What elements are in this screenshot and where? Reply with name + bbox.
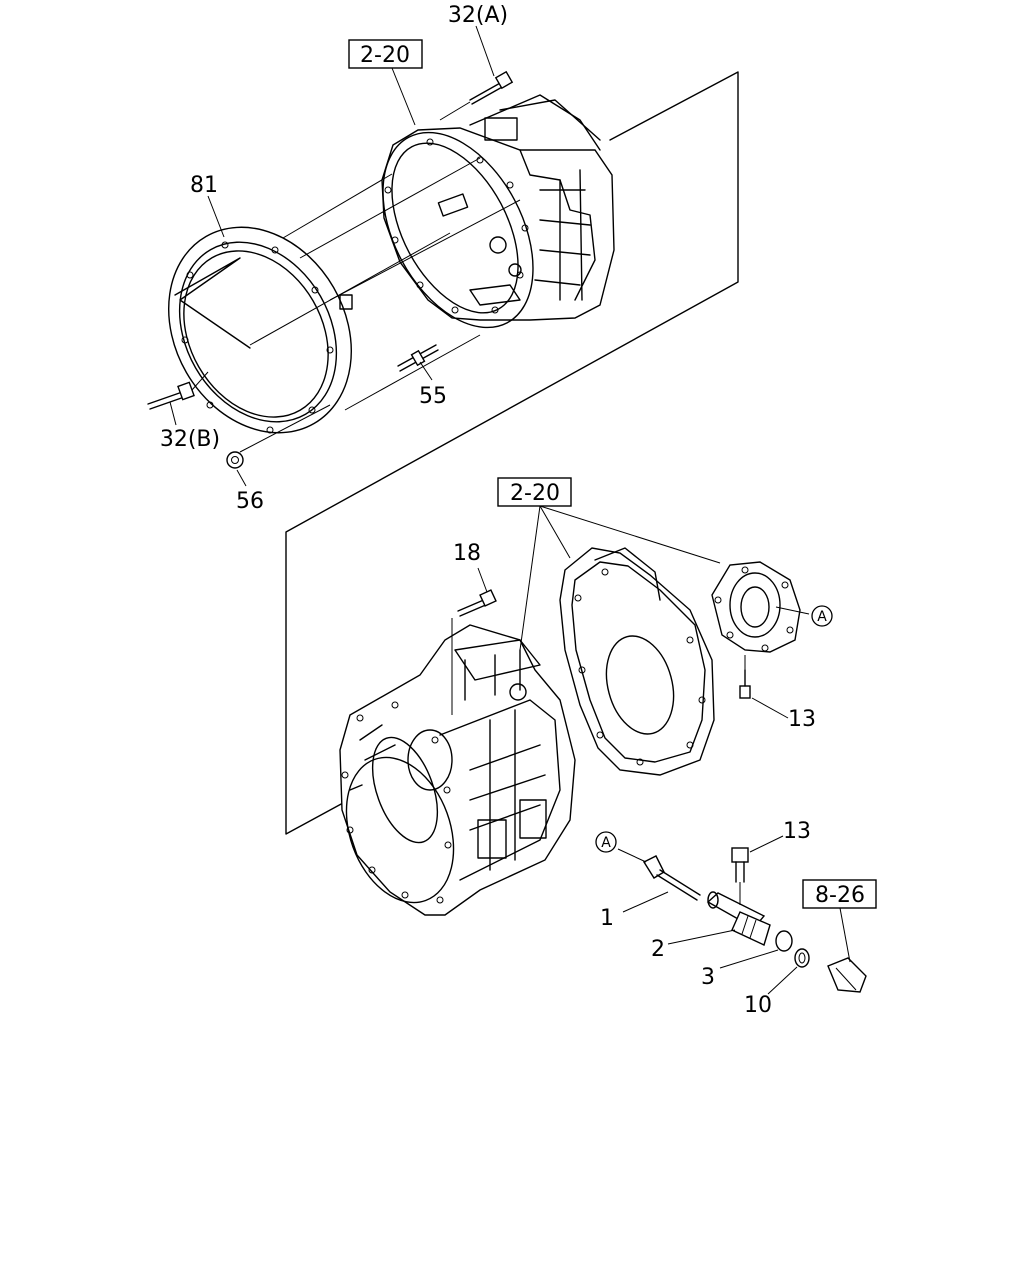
top-assembly-boundary <box>285 71 739 835</box>
part-label-32b: 32(B) <box>160 427 220 452</box>
clutch-housing-drawing <box>381 94 615 329</box>
flywheel-ring-81-drawing <box>168 226 353 434</box>
reference-label-top: 2-20 <box>360 43 410 68</box>
sensor-8-26-drawing <box>827 957 867 993</box>
part-label-3: 3 <box>701 965 715 990</box>
alignment-lines-top <box>239 157 521 453</box>
rear-cover-drawing <box>711 561 801 653</box>
transmission-case-drawing <box>339 624 576 916</box>
reference-label-middle: 2-20 <box>510 481 560 506</box>
reference-box-middle: 2-20 <box>497 477 572 507</box>
bolt-32a-drawing <box>439 70 514 121</box>
part-label-1: 1 <box>600 906 614 931</box>
bolt-32b-drawing <box>147 371 209 410</box>
part-label-55: 55 <box>419 384 447 409</box>
callout-a-cover-label: A <box>817 609 827 625</box>
center-plate-drawing <box>559 547 715 776</box>
part-label-2: 2 <box>651 937 665 962</box>
part-label-81: 81 <box>190 173 218 198</box>
sleeve-2-drawing <box>706 891 771 946</box>
reference-box-8-26: 8-26 <box>802 879 877 909</box>
part-label-32a: 32(A) <box>448 3 508 28</box>
nut-56-drawing <box>226 451 244 469</box>
bolt-18-drawing <box>451 589 497 715</box>
leader-lines-bottom <box>477 505 851 995</box>
stud-55-drawing <box>397 344 439 372</box>
callout-a-cover: A <box>811 605 833 627</box>
leader-lines-top <box>169 25 495 487</box>
part-label-18: 18 <box>453 541 481 566</box>
drive-shaft-1-drawing <box>642 855 701 901</box>
bolt-13-upper-drawing <box>739 655 751 699</box>
part-label-13-lower: 13 <box>783 819 811 844</box>
o-ring-3-drawing <box>775 930 793 952</box>
part-label-13-upper: 13 <box>788 707 816 732</box>
bolt-13-lower-drawing <box>731 847 749 905</box>
part-label-56: 56 <box>236 489 264 514</box>
reference-box-top: 2-20 <box>348 39 423 69</box>
part-label-10: 10 <box>744 993 772 1018</box>
callout-a-shaft: A <box>595 831 617 853</box>
reference-label-8-26: 8-26 <box>815 883 865 908</box>
seal-10-drawing <box>794 948 810 968</box>
callout-a-shaft-label: A <box>601 835 611 851</box>
